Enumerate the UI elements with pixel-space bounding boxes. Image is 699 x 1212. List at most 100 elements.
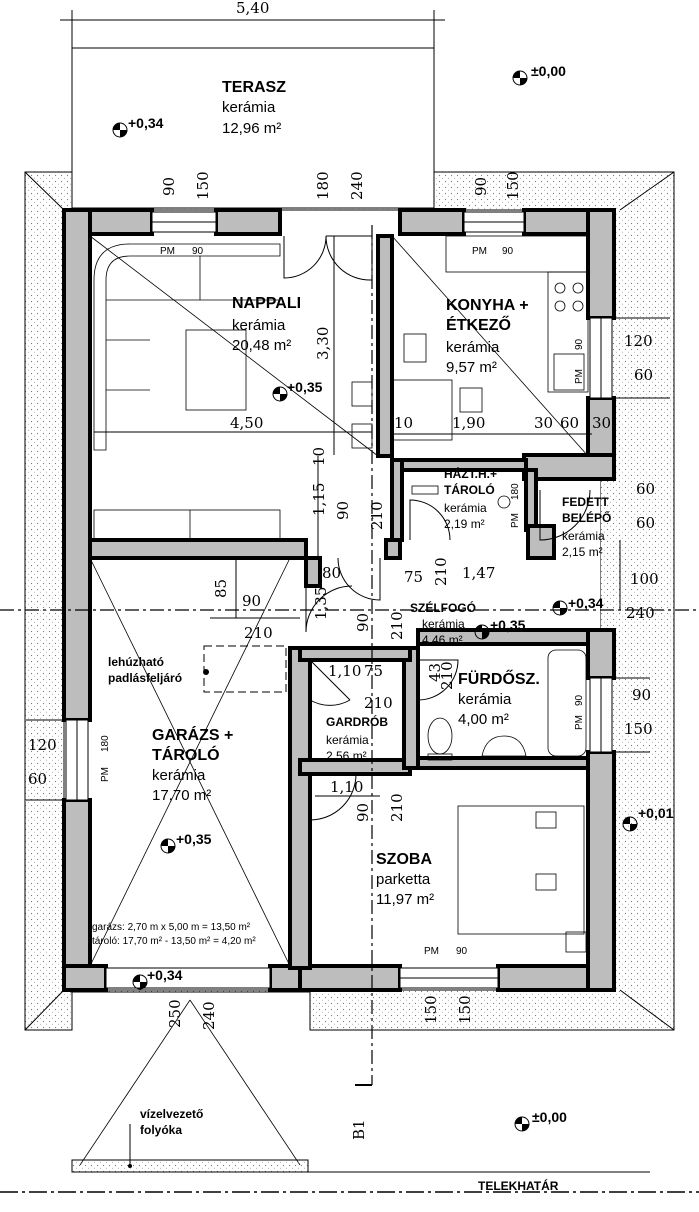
level-bottom: ±0,00 (532, 1109, 567, 1125)
level-garage-door: +0,34 (147, 967, 183, 983)
roof-hip-4 (24, 989, 65, 1031)
room-szelfogo-material: kerámia (422, 617, 465, 631)
level-garazs: +0,35 (176, 831, 212, 847)
attic-label-1: lehúzható (108, 655, 164, 669)
dim-gard-210b: 210 (438, 661, 456, 690)
level-marker-icon (512, 70, 528, 86)
dim-hall-80: 80 (322, 564, 341, 582)
dim-konyha-window-b: 150 (504, 171, 522, 200)
dim-hall-90: 90 (334, 501, 352, 520)
pm-szoba-value: 90 (456, 946, 468, 957)
section-label: B1 (350, 1119, 368, 1140)
room-konyha-area: 9,57 m² (446, 359, 497, 376)
dim-right-60: 60 (634, 366, 653, 384)
dim-hall-210: 210 (368, 501, 386, 530)
room-fedett-area: 2,15 m² (562, 545, 603, 559)
door-swings (283, 235, 591, 821)
pm-nappali-value: 90 (192, 246, 204, 257)
gutter-label-1: vízelvezető (140, 1107, 203, 1121)
room-diagonals (70, 235, 589, 1166)
interior-walls (88, 234, 590, 970)
room-furdo-area: 4,00 m² (458, 711, 509, 728)
level-marker-icon (622, 816, 638, 832)
room-szoba-name: SZOBA (376, 851, 432, 868)
dim-nappali-window-a: 90 (160, 177, 178, 196)
dim-gard-43: 43 (426, 663, 444, 682)
level-nappali: +0,35 (287, 379, 323, 395)
room-gardrob-area: 2,56 m² (326, 749, 367, 763)
dim-szoba-win-150b: 150 (456, 995, 474, 1024)
room-terasz-name: TERASZ (222, 79, 286, 96)
room-konyha-name1: KONYHA + (446, 297, 529, 314)
dim-konyha-d2: 1,90 (452, 414, 485, 432)
room-fedett-name1: FEDETT (562, 495, 609, 509)
dim-right-120: 120 (624, 332, 653, 350)
living-room-furniture (93, 243, 373, 541)
roof-hip-3 (619, 989, 675, 1031)
room-konyha-name2: ÉTKEZŐ (446, 315, 511, 334)
room-haztar-area: 2,19 m² (444, 517, 485, 531)
room-szoba-area: 11,97 m² (376, 891, 434, 908)
dim-garage-85: 85 (212, 579, 230, 598)
pm-garazs-value: 180 (100, 735, 111, 752)
room-terasz-area: 12,96 m² (222, 120, 281, 137)
room-gardrob-material: kerámia (326, 733, 369, 747)
bathroom-furniture (411, 485, 587, 761)
dim-fedett-100: 100 (630, 570, 659, 588)
dim-szoba-210: 210 (388, 793, 406, 822)
room-furdo-material: kerámia (458, 691, 512, 708)
room-nappali-material: kerámia (232, 317, 286, 334)
level-top-right: ±0,00 (531, 63, 566, 79)
exterior-walls (62, 208, 616, 992)
dim-nappali-height: 3,30 (314, 327, 332, 360)
pm-nappali: PM (160, 246, 175, 257)
dim-konyha-d4: 60 (560, 414, 579, 432)
pm-szoba: PM (424, 946, 439, 957)
roof-hip-2 (619, 171, 675, 211)
dimension-lines (26, 10, 670, 801)
garage-note-1: garázs: 2,70 m x 5,00 m = 13,50 m² (92, 922, 251, 933)
attic-label-2: padlásfeljáró (108, 671, 182, 685)
level-fedett: +0,34 (568, 595, 604, 611)
level-markers (112, 70, 638, 1132)
gutter-label-2: folyóka (140, 1123, 182, 1137)
dim-top-width: 5,40 (236, 0, 269, 17)
room-szelfogo-area: 4,46 m² (422, 633, 463, 647)
room-garazs-name2: TÁROLÓ (152, 745, 220, 764)
dim-gard-75: 75 (364, 662, 383, 680)
pm-haztar-value: 180 (510, 483, 521, 500)
dim-gard-110b: 1,10 (330, 778, 363, 796)
room-szoba-material: parketta (376, 871, 431, 888)
dim-nappali-window-b: 150 (194, 171, 212, 200)
room-fedett-material: kerámia (562, 529, 605, 543)
drain-gutter (71, 1159, 309, 1173)
room-fedett-name2: BELÉPŐ (562, 510, 611, 525)
dim-konyha-d1: 10 (394, 414, 413, 432)
dim-gard-110a: 1,10 (328, 662, 361, 680)
room-garazs-area: 17,70 m² (152, 787, 211, 804)
attic-hatch (203, 645, 287, 693)
pm-garazs: PM (100, 767, 111, 782)
dim-hall-210b: 210 (432, 557, 450, 586)
dim-szoba-90: 90 (354, 803, 372, 822)
dim-furdo-90: 90 (632, 686, 651, 704)
dim-fedett-240: 240 (626, 604, 655, 622)
dim-nappali-door-b: 240 (348, 171, 366, 200)
pm-furdo-value: 90 (574, 694, 585, 706)
dim-garage-135: 1,35 (312, 587, 330, 620)
room-nappali-name: NAPPALI (232, 295, 301, 312)
dim-szoba-win-150a: 150 (422, 995, 440, 1024)
dim-konyha-window-a: 90 (472, 177, 490, 196)
room-gardrob-name: GARDRÓB (326, 714, 388, 729)
roof-hip-1 (24, 171, 65, 211)
dim-szelfogo-90: 90 (354, 613, 372, 632)
level-marker-icon (112, 122, 128, 138)
level-right: +0,01 (638, 805, 674, 821)
pm-konyha-value: 90 (502, 246, 514, 257)
dim-left-120: 120 (28, 736, 57, 754)
dim-garage-door-250: 250 (166, 999, 184, 1028)
garage-note-2: tároló: 17,70 m² - 13,50 m² = 4,20 m² (92, 936, 256, 947)
dim-szelfogo-210: 210 (388, 611, 406, 640)
windows (65, 211, 613, 989)
